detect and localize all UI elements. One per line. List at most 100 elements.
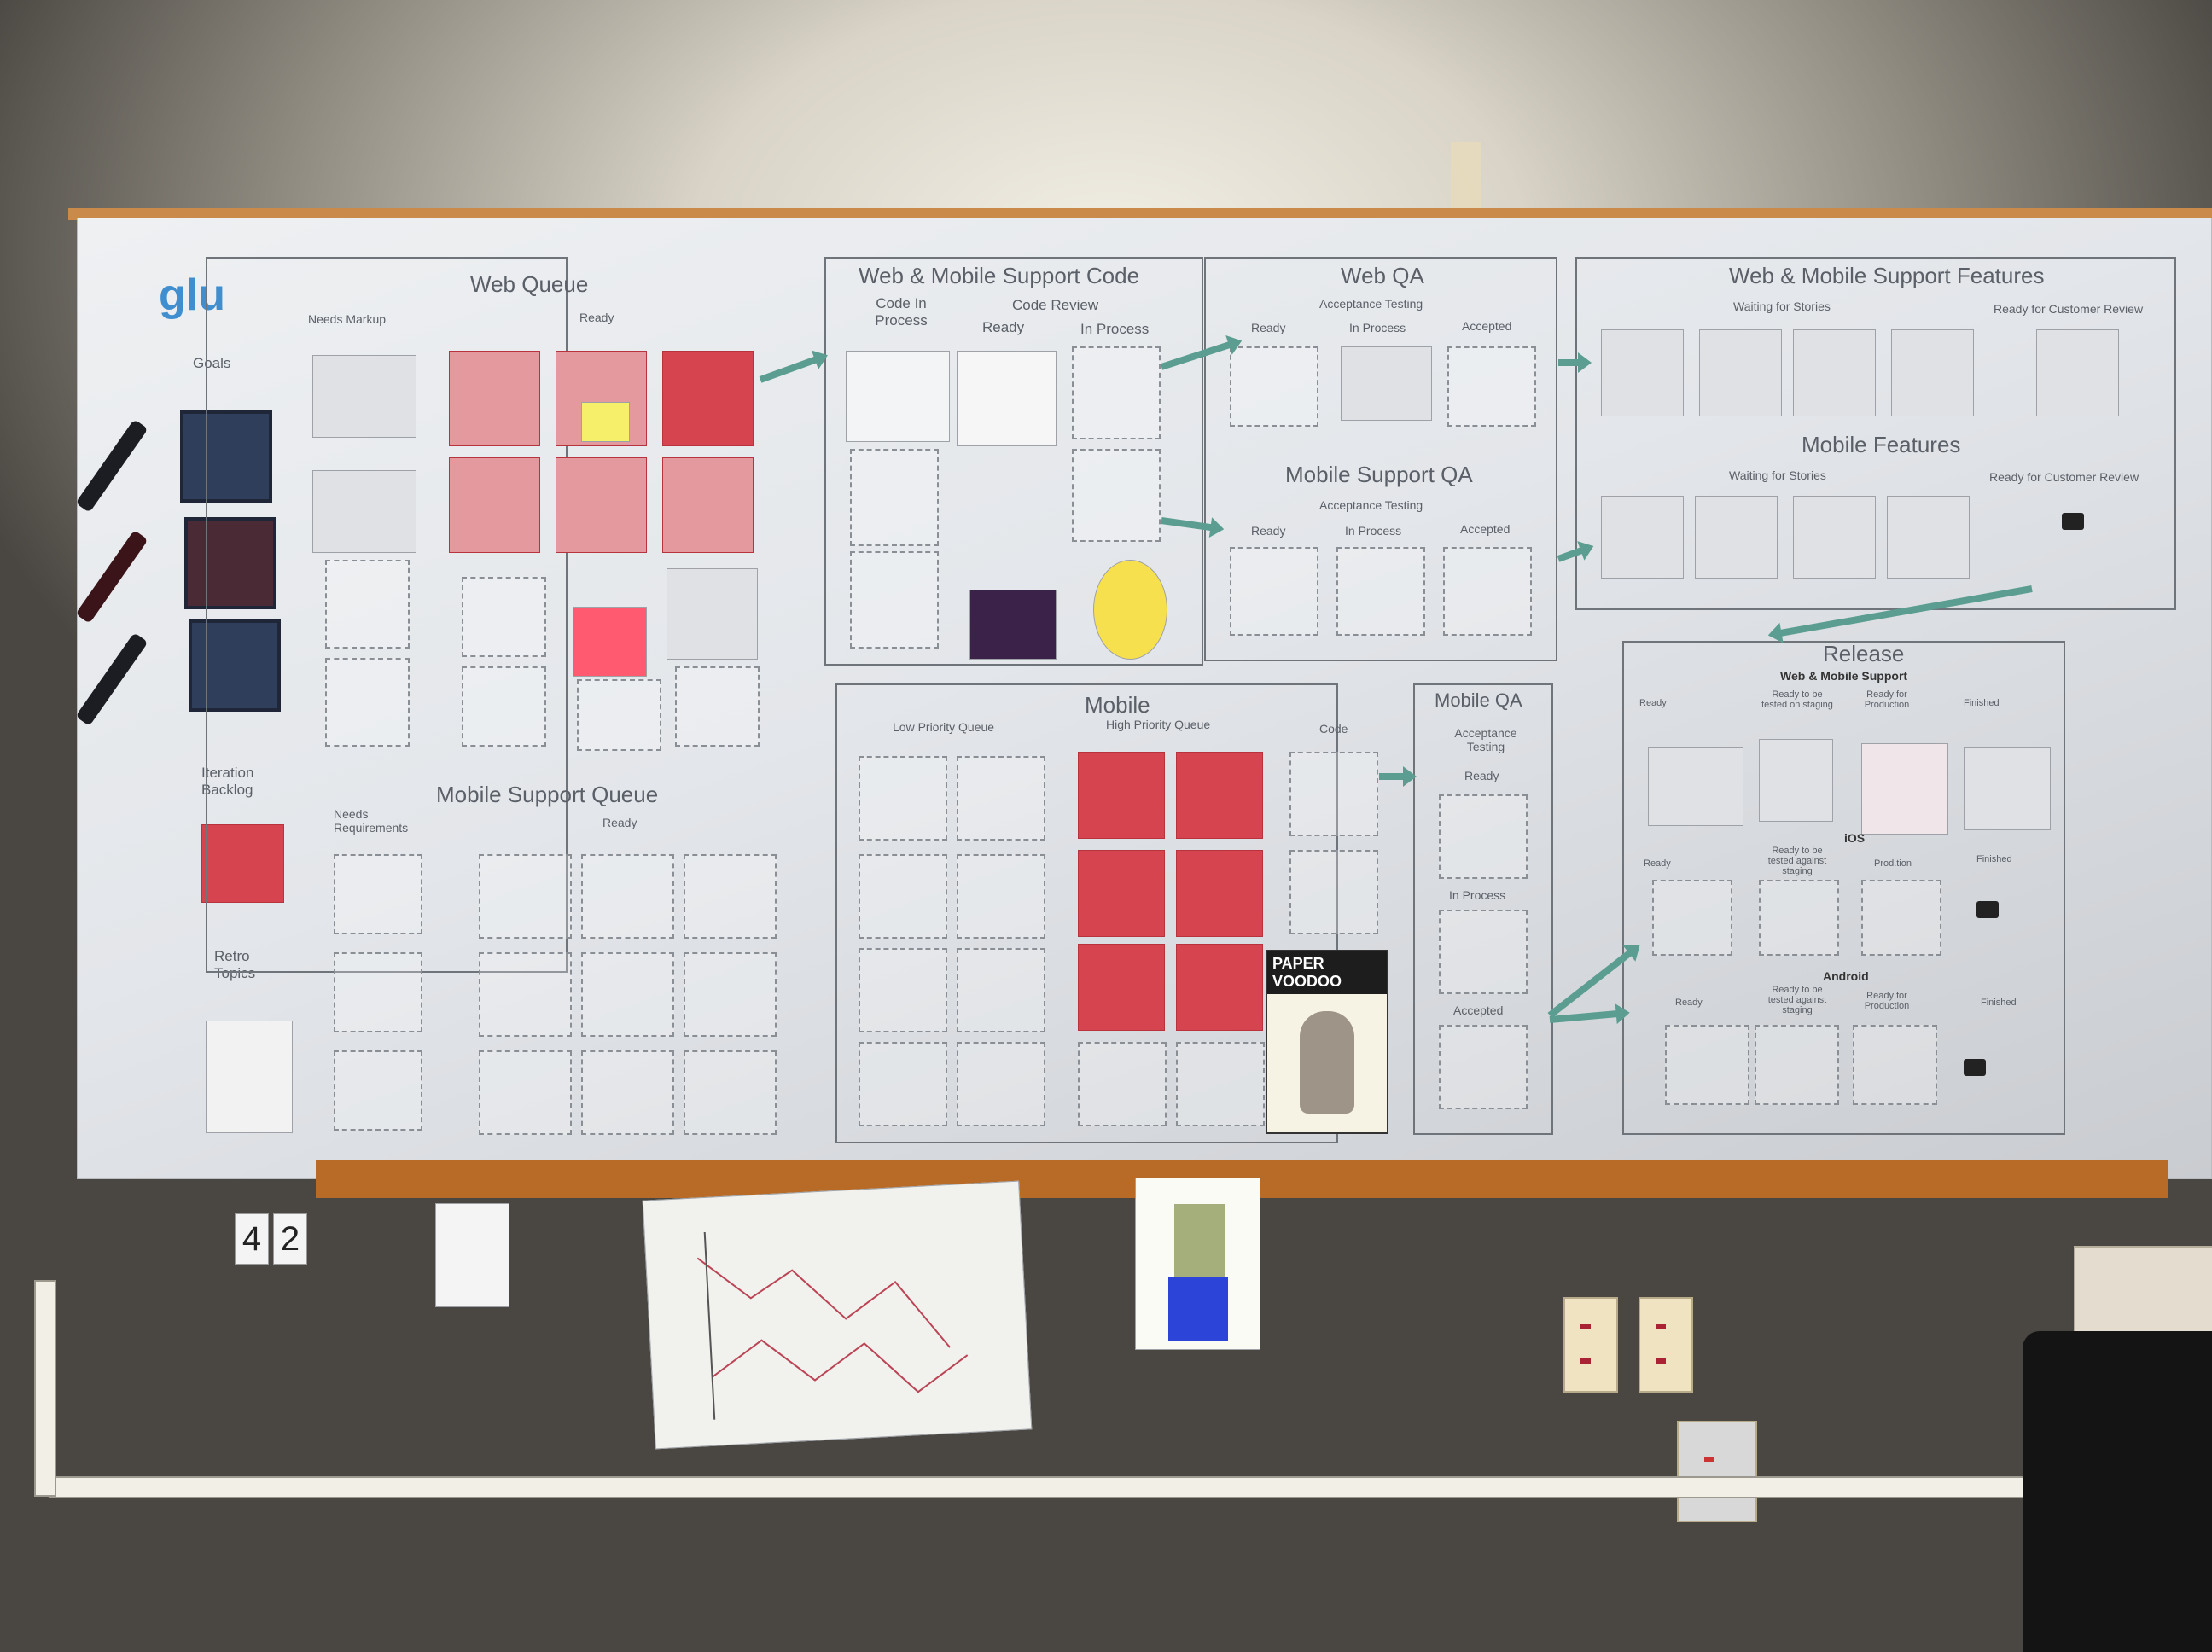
finished-label: Finished (1964, 698, 2000, 708)
card-slot (1443, 547, 1532, 636)
hanging-diagram-sheet[interactable] (642, 1180, 1033, 1450)
support-code-title: Web & Mobile Support Code (859, 263, 1140, 288)
retro-topics-label: Retro Topics (214, 948, 256, 981)
in-process-label: In Process (1449, 888, 1506, 902)
backlog-card[interactable] (201, 824, 284, 903)
high-priority-card[interactable] (1176, 850, 1263, 937)
features-frame (1575, 257, 2176, 610)
mobile-qa-title: Mobile QA (1435, 689, 1522, 711)
feature-card[interactable] (1891, 329, 1974, 416)
production-label: Prod.tion (1874, 858, 1912, 869)
blue-vase (1168, 1277, 1228, 1341)
marker[interactable] (75, 419, 148, 513)
feature-card[interactable] (1793, 496, 1876, 579)
card-slot (957, 854, 1045, 939)
web-qa-frame (1204, 257, 1557, 661)
card-slot (581, 1050, 674, 1135)
counter-digit: 4 (235, 1213, 269, 1265)
story-card[interactable] (1341, 346, 1432, 421)
accepted-label: Accepted (1460, 522, 1511, 536)
marker[interactable] (75, 530, 148, 624)
card-slot (1439, 794, 1528, 879)
story-card[interactable] (957, 351, 1057, 446)
web-mobile-support-label: Web & Mobile Support (1780, 669, 1908, 683)
feature-card[interactable] (1699, 329, 1782, 416)
card-slot (957, 1042, 1045, 1126)
feature-card[interactable] (1601, 329, 1684, 416)
release-title: Release (1823, 641, 1905, 666)
story-card[interactable] (312, 470, 416, 553)
story-card[interactable] (846, 351, 950, 442)
android-label: Android (1823, 969, 1869, 983)
feature-card[interactable] (2036, 329, 2119, 416)
binder-clip[interactable] (2062, 513, 2084, 530)
ios-label: iOS (1844, 831, 1866, 845)
power-outlet (1677, 1421, 1757, 1522)
high-priority-card[interactable] (1078, 944, 1165, 1031)
finished-label: Finished (1981, 998, 2017, 1008)
card-slot (1289, 752, 1378, 836)
flow-arrow (759, 356, 818, 383)
retro-card[interactable] (206, 1021, 293, 1133)
ready-label: Ready (1644, 858, 1671, 869)
card-slot (1289, 850, 1378, 934)
mobile-support-qa-title: Mobile Support QA (1285, 462, 1473, 487)
flow-arrow (1379, 766, 1417, 787)
binder-clip[interactable] (1964, 1059, 1986, 1076)
ready-staging-against-label: Ready to be tested against staging (1767, 846, 1827, 876)
counter-digit: 2 (273, 1213, 307, 1265)
story-card[interactable] (449, 457, 540, 553)
flower-stems (1174, 1204, 1225, 1277)
web-qa-title: Web QA (1341, 263, 1424, 288)
card-slot (1230, 346, 1318, 427)
low-priority-label: Low Priority Queue (893, 720, 995, 734)
story-card[interactable] (662, 351, 754, 446)
story-card[interactable] (662, 457, 754, 553)
mobile-qa-frame (1413, 683, 1553, 1135)
card-slot (1439, 910, 1528, 994)
hanging-note[interactable] (435, 1203, 509, 1307)
feature-card[interactable] (1793, 329, 1876, 416)
card-slot (859, 756, 947, 841)
mobile-frame (835, 683, 1338, 1143)
ready-label: Ready (982, 319, 1025, 335)
ready-production-label: Ready for Production (1864, 689, 1910, 710)
release-frame (1622, 641, 2065, 1135)
story-card[interactable] (556, 457, 647, 553)
finished-label: Finished (1976, 854, 2012, 864)
feature-card[interactable] (1887, 496, 1970, 579)
ready-label: Ready (1639, 698, 1667, 708)
card-slot (1072, 346, 1161, 439)
story-card[interactable] (312, 355, 416, 438)
web-queue-title: Web Queue (470, 271, 589, 297)
feature-card[interactable] (1601, 496, 1684, 579)
release-card[interactable] (1759, 739, 1833, 822)
high-priority-card[interactable] (1176, 752, 1263, 839)
outlet-socket (1656, 1358, 1666, 1364)
ready-staging-label: Ready to be tested on staging (1761, 689, 1833, 710)
card-slot (1447, 346, 1536, 427)
binder-clip[interactable] (1976, 901, 1999, 918)
card-slot (1230, 547, 1318, 636)
support-code-frame (824, 257, 1203, 666)
high-priority-card[interactable] (1078, 752, 1165, 839)
card-slot (577, 679, 661, 751)
feature-card[interactable] (1695, 496, 1778, 579)
code-review-label: Code Review (1012, 297, 1099, 313)
card-slot (684, 854, 777, 939)
marker[interactable] (75, 632, 148, 726)
high-priority-card[interactable] (1176, 944, 1263, 1031)
release-card[interactable] (1861, 743, 1948, 835)
sticky-note[interactable] (573, 607, 647, 677)
needs-requirements-label: Needs Requirements (334, 807, 409, 835)
release-card[interactable] (1648, 747, 1743, 826)
story-card[interactable] (667, 568, 758, 660)
card-slot (1176, 1042, 1265, 1126)
card-slot (957, 756, 1045, 841)
mobile-support-queue-title: Mobile Support Queue (436, 782, 659, 807)
release-card[interactable] (1964, 747, 2051, 830)
story-card[interactable] (449, 351, 540, 446)
card-slot (479, 854, 572, 939)
high-priority-card[interactable] (1078, 850, 1165, 937)
sticky-note[interactable] (581, 402, 630, 442)
